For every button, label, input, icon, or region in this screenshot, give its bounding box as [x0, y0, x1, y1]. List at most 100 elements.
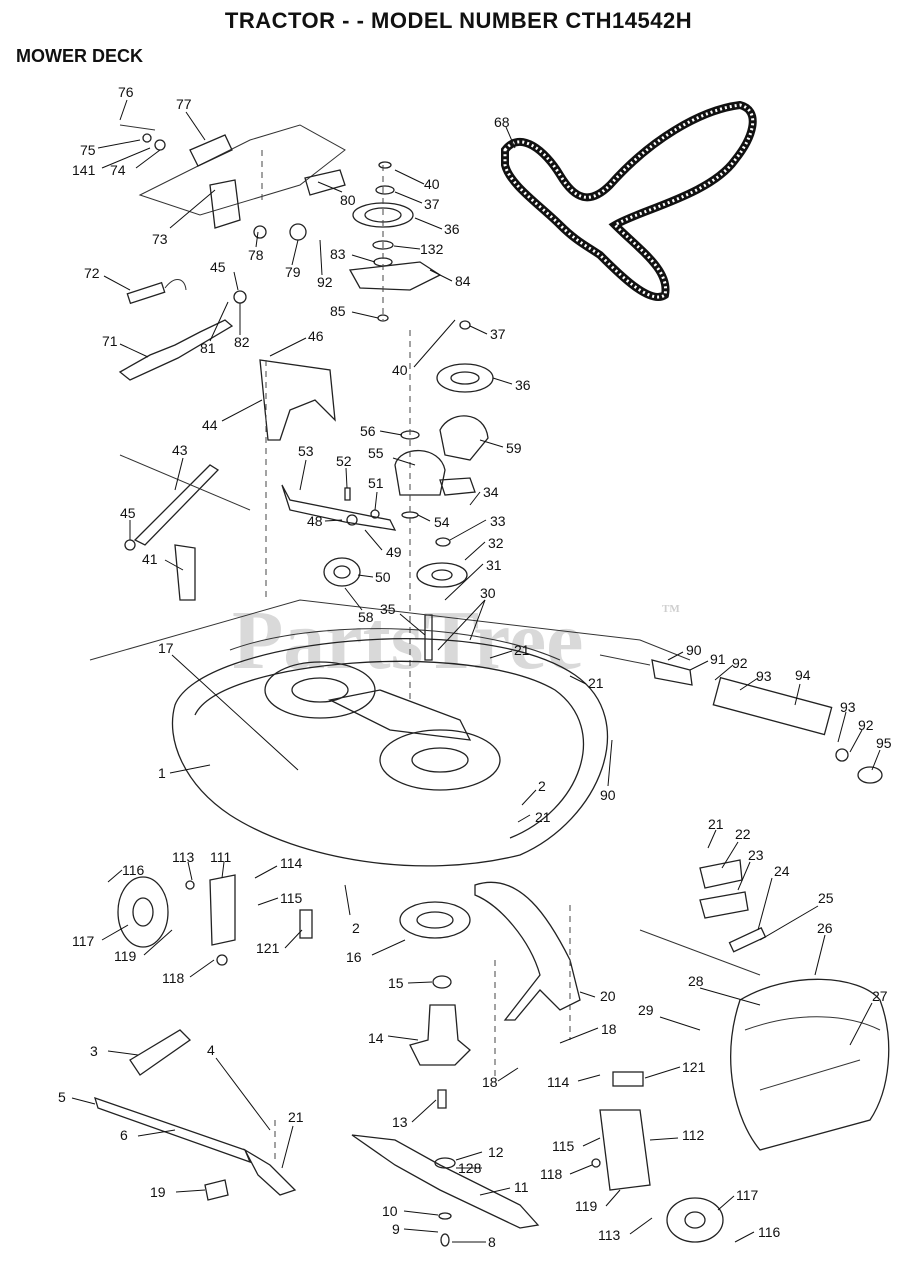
callout-22: 22: [735, 826, 751, 842]
callout-1: 1: [158, 765, 166, 781]
callout-79: 79: [285, 264, 301, 280]
callout-36: 36: [515, 377, 531, 393]
lower-pulley: [416, 537, 468, 661]
callout-91: 91: [710, 651, 726, 667]
blade: [351, 1134, 540, 1247]
callout-84: 84: [455, 273, 471, 289]
callout-18: 18: [482, 1074, 498, 1090]
baffle-shaft: [599, 654, 883, 784]
callout-113: 113: [172, 849, 195, 865]
callout-37: 37: [424, 196, 440, 212]
callout-90: 90: [600, 787, 616, 803]
support-arm: [474, 881, 581, 1080]
callout-92: 92: [858, 717, 874, 733]
watermark-tm: TM: [662, 603, 680, 615]
callout-41: 41: [142, 551, 158, 567]
lift-arm: [259, 359, 336, 600]
callout-72: 72: [84, 265, 100, 281]
callout-25: 25: [818, 890, 834, 906]
callout-116: 116: [758, 1224, 781, 1240]
callout-17: 17: [158, 640, 174, 656]
callout-12: 12: [488, 1144, 504, 1160]
callout-31: 31: [486, 557, 502, 573]
callout-94: 94: [795, 667, 811, 683]
callout-81: 81: [200, 340, 216, 356]
callout-15: 15: [388, 975, 404, 991]
callout-5: 5: [58, 1089, 66, 1105]
callout-80: 80: [340, 192, 356, 208]
callout-18: 18: [601, 1021, 617, 1037]
callout-45: 45: [120, 505, 136, 521]
callout-19: 19: [150, 1184, 166, 1200]
callout-54: 54: [434, 514, 450, 530]
discharge-chute: [639, 859, 890, 1151]
callout-141: 141: [72, 162, 96, 178]
callout-119: 119: [114, 948, 137, 964]
callout-36: 36: [444, 221, 460, 237]
callout-6: 6: [120, 1127, 128, 1143]
callout-45: 45: [210, 259, 226, 275]
anti-scalp-wheel-right: [591, 1071, 724, 1243]
anti-scalp-wheel-left: [117, 874, 313, 966]
callout-23: 23: [748, 847, 764, 863]
callout-71: 71: [102, 333, 118, 349]
callout-83: 83: [330, 246, 346, 262]
leader-lines: [71, 99, 881, 1243]
upper-pulley-stack: [348, 161, 442, 322]
callout-82: 82: [234, 334, 250, 350]
callout-115: 115: [280, 890, 303, 906]
callout-29: 29: [638, 1002, 654, 1018]
callout-117: 117: [72, 933, 95, 949]
callout-112: 112: [682, 1127, 705, 1143]
callout-21: 21: [514, 642, 530, 658]
callout-34: 34: [483, 484, 499, 500]
callout-119: 119: [575, 1198, 598, 1214]
callout-115: 115: [552, 1138, 575, 1154]
callout-11: 11: [514, 1179, 529, 1195]
mower-deck-housing: [89, 599, 691, 867]
callout-92: 92: [732, 655, 748, 671]
callout-30: 30: [480, 585, 496, 601]
callout-40: 40: [392, 362, 408, 378]
callout-132: 132: [420, 241, 444, 257]
callout-93: 93: [756, 668, 772, 684]
callout-76: 76: [118, 84, 134, 100]
callout-43: 43: [172, 442, 188, 458]
callout-26: 26: [817, 920, 833, 936]
callout-21: 21: [288, 1109, 304, 1125]
callout-32: 32: [488, 535, 504, 551]
callout-77: 77: [176, 96, 192, 112]
spring-and-rod: [118, 279, 247, 381]
section-title: MOWER DECK: [16, 46, 143, 66]
callout-73: 73: [152, 231, 168, 247]
callout-118: 118: [540, 1166, 563, 1182]
callout-74: 74: [110, 162, 126, 178]
callout-21: 21: [708, 816, 724, 832]
callout-128: 128: [458, 1160, 482, 1176]
callout-21: 21: [535, 809, 551, 825]
callout-48: 48: [307, 513, 323, 529]
callout-113: 113: [598, 1227, 621, 1243]
callout-46: 46: [308, 328, 324, 344]
callout-49: 49: [386, 544, 402, 560]
callout-58: 58: [358, 609, 374, 625]
callout-68: 68: [494, 114, 510, 130]
callout-52: 52: [336, 453, 352, 469]
callout-3: 3: [90, 1043, 98, 1059]
callout-4: 4: [207, 1042, 215, 1058]
callout-95: 95: [876, 735, 892, 751]
callout-33: 33: [490, 513, 506, 529]
idler-bracket-assembly: [119, 124, 346, 241]
callout-8: 8: [488, 1234, 496, 1250]
callout-40: 40: [424, 176, 440, 192]
diagram-title: TRACTOR - - MODEL NUMBER CTH14542H: [224, 8, 693, 33]
callout-50: 50: [375, 569, 391, 585]
callout-9: 9: [392, 1221, 400, 1237]
callout-labels: 76 77 75 141 74 73 78 79 92 80 40 37 36 …: [58, 84, 892, 1250]
callout-37: 37: [490, 326, 506, 342]
callout-117: 117: [736, 1187, 759, 1203]
callout-16: 16: [346, 949, 362, 965]
callout-114: 114: [280, 855, 303, 871]
callout-2: 2: [538, 778, 546, 794]
